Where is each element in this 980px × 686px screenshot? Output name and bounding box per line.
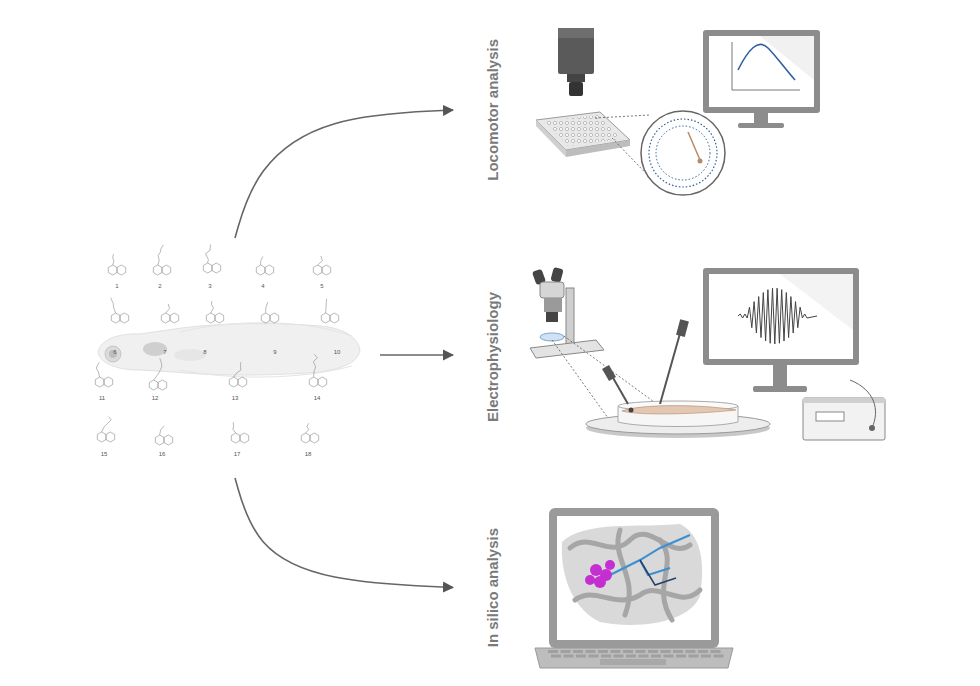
compound-number: 9 [273,349,276,355]
monitor-trace [703,268,859,392]
compound-number: 3 [208,283,211,289]
compound-structures [95,244,338,445]
flow-arrow [235,478,453,588]
compound-number: 1 [115,283,118,289]
compound-number: 17 [234,451,241,457]
amplifier [803,380,885,440]
compound-number: 7 [163,349,166,355]
compound-number: 10 [334,349,341,355]
flow-arrow [380,354,453,356]
flow-arrow [235,110,453,238]
compound-number: 15 [101,451,108,457]
compound-number: 13 [232,395,239,401]
compound-number: 18 [305,451,312,457]
section-heading: In silico analysis [485,528,502,647]
compound-number: 5 [320,283,323,289]
zoom-well [641,111,725,195]
compound-number: 12 [152,395,159,401]
camera [558,28,594,96]
compound-number: 2 [158,283,161,289]
compound-panel: 123456789101112131415161718 [90,240,378,470]
zebrafish-larva [98,323,360,377]
compound-number: 16 [159,451,166,457]
analysis-panel: In silico analysis [455,500,745,675]
analysis-panel: Electrophysiology [455,262,895,452]
compound-number: 6 [113,349,116,355]
section-heading: Electrophysiology [485,292,502,422]
compound-number: 11 [99,395,105,401]
section-heading: Locomotor analysis [485,39,502,181]
monitor-graph [703,30,820,128]
compound-number: 4 [261,283,264,289]
compound-number: 8 [203,349,206,355]
laptop [535,508,733,668]
analysis-panel: Locomotor analysis [455,20,835,200]
compound-number: 14 [314,395,321,401]
microscope [530,267,665,418]
